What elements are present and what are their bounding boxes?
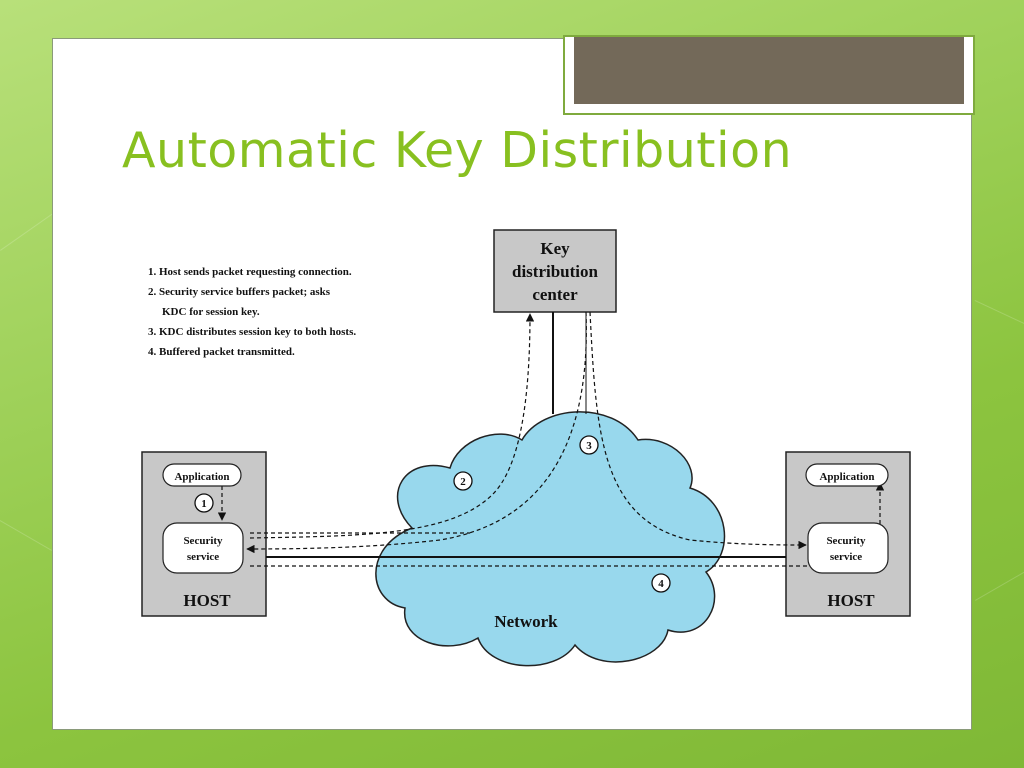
step-marker-1: 1 <box>194 493 214 513</box>
right-host-label: HOST <box>827 591 875 610</box>
svg-text:1: 1 <box>201 498 207 510</box>
step-text: 4. Buffered packet transmitted. <box>148 346 295 358</box>
step-marker-4: 4 <box>651 573 671 593</box>
slide-title: Automatic Key Distribution <box>122 122 793 179</box>
left-application-box <box>162 463 242 487</box>
right-application-box <box>805 463 889 487</box>
kdc-label: center <box>532 285 578 304</box>
svg-text:2: 2 <box>460 476 466 488</box>
kdc-label: Key <box>540 239 570 258</box>
kdc-box <box>493 229 617 313</box>
step-text: 1. Host sends packet requesting connecti… <box>148 266 352 278</box>
svg-text:4: 4 <box>658 578 664 590</box>
step-marker-3: 3 <box>579 435 599 455</box>
left-security-label: service <box>187 551 219 563</box>
left-security-label: Security <box>183 535 223 547</box>
request-flow-line <box>249 313 535 539</box>
svg-text:3: 3 <box>586 440 592 452</box>
right-security-label: service <box>830 551 862 563</box>
header-tab <box>563 35 975 115</box>
step-marker-2: 2 <box>453 471 473 491</box>
left-host-label: HOST <box>183 591 231 610</box>
right-security-label: Security <box>826 535 866 547</box>
left-security-box <box>162 522 244 574</box>
step-text: 2. Security service buffers packet; asks <box>148 286 331 298</box>
kdc-label: distribution <box>512 262 599 281</box>
right-security-box <box>807 522 889 574</box>
right-application-label: Application <box>819 471 874 483</box>
network-label: Network <box>494 612 558 631</box>
header-tab-fill <box>574 37 964 104</box>
step-text: 3. KDC distributes session key to both h… <box>148 326 356 338</box>
left-application-label: Application <box>174 471 229 483</box>
step-text: KDC for session key. <box>162 306 260 318</box>
key-to-left-flow-line <box>246 311 587 554</box>
